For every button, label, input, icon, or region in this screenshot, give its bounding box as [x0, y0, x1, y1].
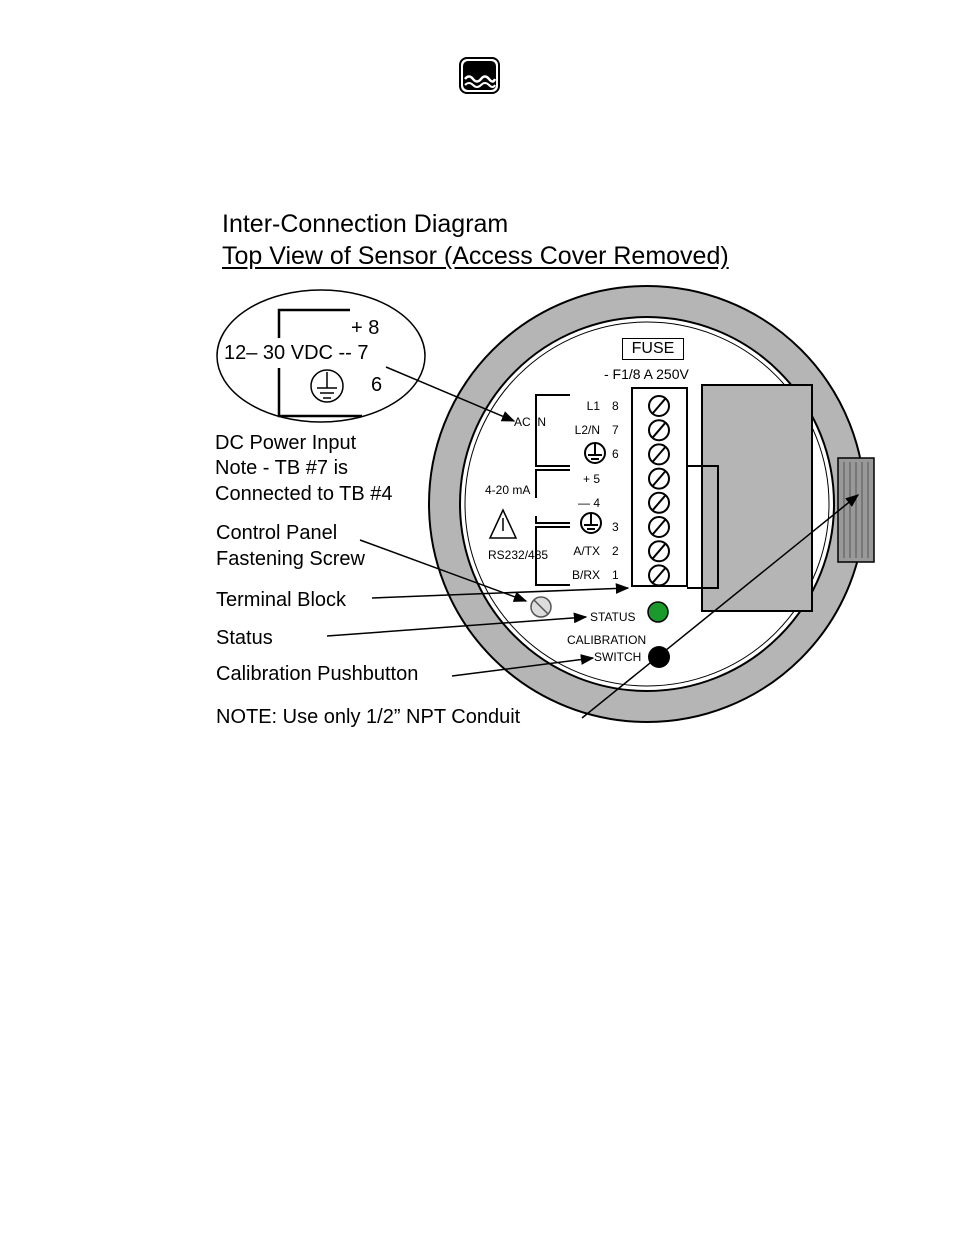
- terminal-number-label: 6: [612, 447, 619, 462]
- terminal-name-label: L2/N: [574, 423, 600, 438]
- panel-screw-callout-line1: Control Panel: [216, 522, 338, 544]
- inset-ground6-label: 6: [371, 374, 383, 396]
- calibration-callout: Calibration Pushbutton: [216, 663, 419, 685]
- dc-power-callout-line3: Connected to TB #4: [215, 483, 393, 505]
- terminal-name-label: A/TX: [573, 544, 600, 559]
- housing-inner-line: [464, 321, 830, 687]
- diagram-title-line2: Top View of Sensor (Access Cover Removed…: [222, 242, 729, 270]
- conduit-thread-ridges: [843, 462, 869, 558]
- calibration-label: CALIBRATION: [567, 633, 647, 647]
- inset-plus8-label: + 8: [351, 317, 380, 339]
- terminal-number-label: 7: [612, 423, 619, 438]
- terminal-number-label: 8: [612, 399, 619, 413]
- terminal-number-label: 2: [612, 544, 619, 559]
- ground-symbol-icon: [310, 369, 344, 403]
- terminal-screw-slot: [652, 446, 666, 463]
- terminal-screw-slot: [652, 398, 666, 414]
- water-wave-logo-icon: [459, 57, 500, 94]
- dc-power-callout-line2: Note - TB #7 is: [215, 457, 349, 479]
- diagram-title: Inter-Connection Diagram Top View of Sen…: [222, 208, 729, 272]
- terminal-screw-slot: [652, 519, 666, 535]
- terminal-name-label: L1: [586, 399, 600, 413]
- terminal-block-callout: Terminal Block: [216, 589, 347, 611]
- terminal-screw-slot: [652, 567, 666, 584]
- terminal-number-label: 1: [612, 568, 619, 583]
- terminal-name-label: + 5: [582, 471, 600, 486]
- diagram-title-line1: Inter-Connection Diagram: [222, 210, 509, 238]
- fuse-label: FUSE: [622, 338, 684, 360]
- terminal-name-label: — 4: [577, 495, 600, 510]
- dc-power-callout-line1: DC Power Input: [215, 432, 357, 454]
- ground-terminal-6-icon: [584, 442, 606, 464]
- fastening-screw-icon: [530, 596, 552, 618]
- terminal-number-label: 3: [612, 520, 619, 534]
- panel-screw-callout-line2: Fastening Screw: [216, 548, 365, 570]
- switch-label: SWITCH: [594, 650, 642, 664]
- fuse-rating-label: - F1/8 A 250V: [604, 366, 689, 382]
- ma-output-label: 4-20 mA: [485, 483, 531, 497]
- terminal-screw-slot: [652, 543, 666, 559]
- terminal-name-label: B/RX: [571, 568, 600, 583]
- warning-triangle-icon: [488, 508, 518, 539]
- inset-vdc-label: 12– 30 VDC -- 7: [224, 342, 369, 364]
- electronics-block: [701, 384, 813, 612]
- conduit-note: NOTE: Use only 1/2” NPT Conduit: [216, 706, 521, 728]
- terminal-screw-slot: [652, 495, 666, 511]
- leader-lines: [326, 366, 860, 719]
- status-led-label: STATUS: [590, 610, 636, 624]
- ac-in-label: AC IN: [514, 415, 547, 429]
- ground-terminal-3-icon: [580, 512, 602, 534]
- dc-power-inset: [216, 289, 426, 423]
- status-led: [647, 601, 669, 623]
- status-callout: Status: [216, 627, 273, 649]
- terminal-screw-slot: [652, 422, 666, 438]
- rs232-label: RS232/485: [488, 548, 549, 562]
- terminal-screw-slot: [652, 470, 666, 487]
